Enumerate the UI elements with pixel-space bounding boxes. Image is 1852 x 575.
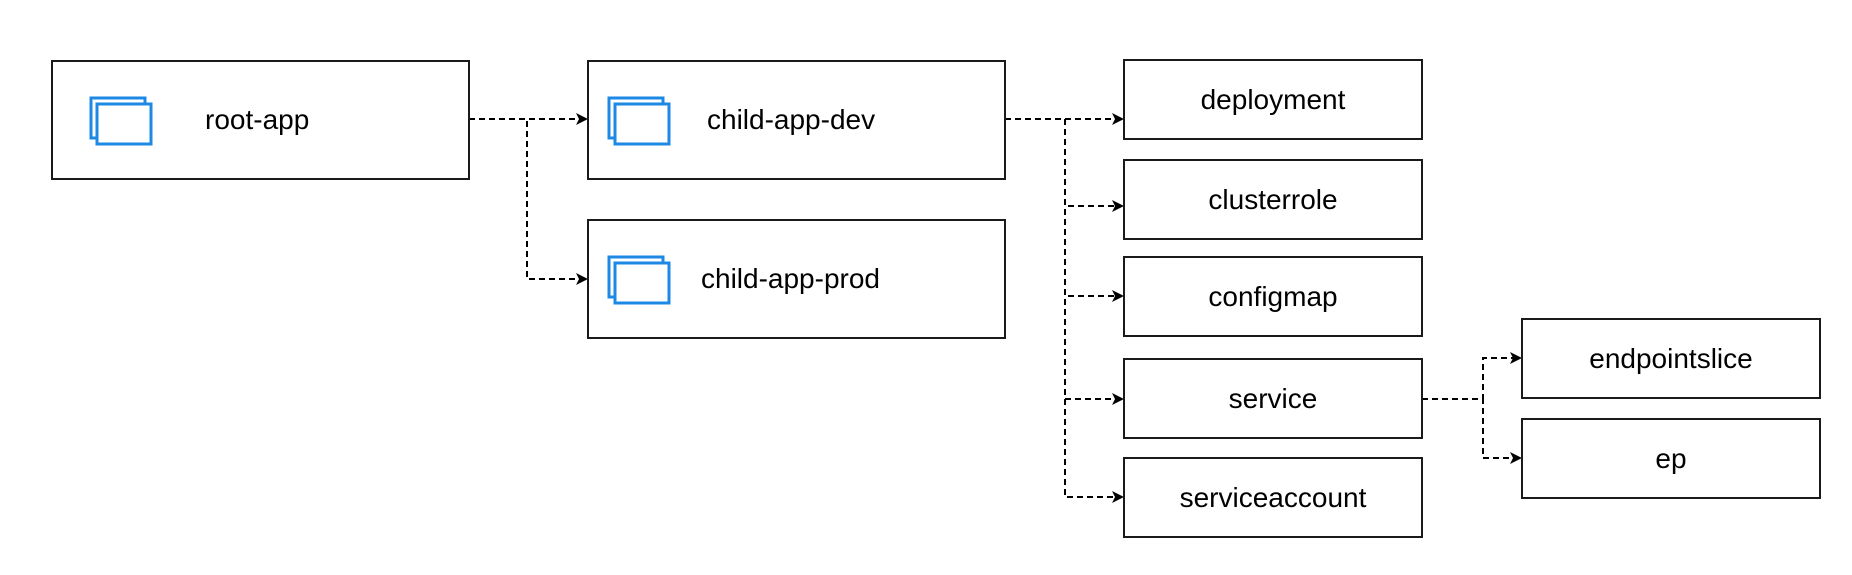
stacked-windows-icon [607, 255, 671, 305]
node-label: root-app [205, 104, 310, 135]
node-label: ep [1655, 442, 1687, 474]
edge-service-to-endpointslice [1422, 352, 1522, 400]
serviceaccount-node[interactable]: serviceaccount [1123, 457, 1423, 538]
node-label: child-app-dev [707, 104, 876, 135]
edge-dev-to-clusterrole [1005, 118, 1124, 212]
endpointslice-node[interactable]: endpointslice [1521, 318, 1821, 399]
edge-service-to-ep [1422, 398, 1522, 464]
stacked-windows-icon [89, 96, 153, 146]
edge-dev-to-service [1005, 118, 1124, 405]
configmap-node[interactable]: configmap [1123, 256, 1423, 337]
node-label: serviceaccount [1179, 481, 1367, 513]
deployment-node[interactable]: deployment [1123, 59, 1423, 140]
clusterrole-node[interactable]: clusterrole [1123, 159, 1423, 240]
child-app-dev-node[interactable]: child-app-dev [587, 60, 1006, 180]
root-app-node[interactable]: root-app [51, 60, 470, 180]
node-label: endpointslice [1589, 342, 1753, 374]
node-label: configmap [1208, 280, 1338, 312]
node-label: service [1228, 382, 1318, 414]
edge-dev-to-configmap [1005, 118, 1124, 302]
node-label: deployment [1200, 83, 1346, 115]
edge-root-to-prod [469, 118, 588, 285]
ep-node[interactable]: ep [1521, 418, 1821, 499]
edge-dev-to-serviceaccount [1005, 118, 1124, 503]
child-app-prod-node[interactable]: child-app-prod [587, 219, 1006, 339]
stacked-windows-icon [607, 96, 671, 146]
node-label: clusterrole [1208, 183, 1338, 215]
service-node[interactable]: service [1123, 358, 1423, 439]
node-label: child-app-prod [701, 263, 880, 294]
